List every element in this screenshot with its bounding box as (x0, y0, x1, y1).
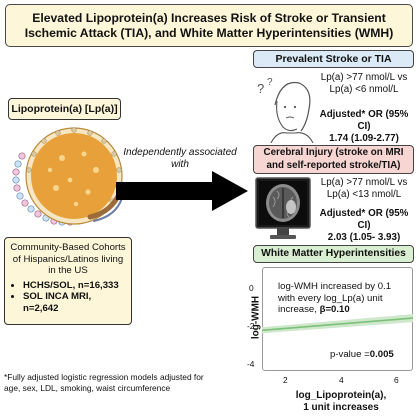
wmh-chart (262, 314, 413, 334)
question-mark-icon: ? (257, 81, 264, 96)
injury-or-value: 2.03 (1.05- 3.93) (327, 232, 401, 243)
confused-person-illustration: ? ? (257, 77, 314, 143)
wmh-text-line2: with every log_Lp(a) unit (278, 292, 383, 304)
y-tick-label: -4 (247, 359, 255, 369)
stroke-panel-header: Prevalent Stroke or TIA (253, 50, 414, 68)
wmh-x-label-line1: log_Lipoprotein(a), (295, 390, 387, 401)
stroke-or-value: 1.74 (1.09-2.77) (329, 133, 399, 144)
particle-core (31, 133, 117, 219)
wmh-x-label-line2: 1 unit increases (303, 402, 379, 413)
x-tick-label: 6 (394, 375, 399, 385)
wmh-text-line3: increase, β=0.10 (278, 304, 412, 316)
cohort-list: HCHS/SOL, n=16,333 SOL INCA MRI, n=2,642 (9, 280, 127, 315)
injury-or: Adjusted* OR (95% CI) 2.03 (1.05- 3.93) (312, 208, 416, 244)
association-text: Independently associated with (123, 147, 237, 170)
wmh-pvalue-value: 0.005 (369, 349, 394, 360)
wmh-text-prefix: increase, (278, 304, 320, 316)
injury-header-line2: and self-reported stroke/TIA) (266, 159, 401, 171)
brain-mri-monitor-illustration (255, 177, 311, 239)
lipoprotein-particle-illustration (12, 127, 123, 226)
svg-text:?: ? (267, 77, 273, 88)
injury-comparison-line2: Lp(a) <13 nmol/L (326, 189, 402, 200)
wmh-panel-header: White Matter Hyperintensities (253, 245, 414, 263)
cohort-item: HCHS/SOL, n=16,333 (23, 280, 127, 292)
injury-comparison-line1: Lp(a) >77 nmol/L vs (320, 177, 408, 188)
wmh-text-line1: log-WMH increased by 0.1 (278, 281, 392, 292)
y-tick-label: 0 (249, 283, 254, 293)
wmh-pvalue-prefix: p-value = (330, 349, 370, 360)
injury-panel-header: Cerebral Injury (stroke on MRI and self-… (253, 145, 414, 174)
regression-line (262, 317, 413, 332)
x-tick-label: 2 (283, 375, 288, 385)
injury-or-label: Adjusted* OR (95% CI) (319, 208, 409, 231)
cohort-box: Community-Based Cohorts of Hispanics/Lat… (4, 237, 132, 325)
injury-comparison: Lp(a) >77 nmol/L vs Lp(a) <13 nmol/L (312, 177, 416, 201)
wmh-beta: β=0.10 (319, 304, 350, 316)
stroke-or: Adjusted* OR (95% CI) 1.74 (1.09-2.77) (312, 109, 416, 145)
lipoprotein-label: Lipoprotein(a) [Lp(a)] (8, 98, 121, 120)
x-tick-label: 4 (339, 375, 344, 385)
stroke-comparison-line1: Lp(a) >77 nmol/L vs (320, 72, 408, 83)
cohort-item: SOL INCA MRI, n=2,642 (23, 291, 127, 314)
cohort-heading: Community-Based Cohorts of Hispanics/Lat… (10, 242, 126, 276)
injury-header-line1: Cerebral Injury (stroke on MRI (263, 147, 404, 158)
stroke-comparison: Lp(a) >77 nmol/L vs Lp(a) <6 nmol/L (312, 72, 416, 96)
stroke-comparison-line2: Lp(a) <6 nmol/L (329, 84, 399, 95)
footnote: *Fully adjusted logistic regression mode… (4, 372, 204, 393)
wmh-x-axis-label: log_Lipoprotein(a), 1 unit increases (266, 390, 416, 414)
wmh-description: log-WMH increased by 0.1 with every log_… (278, 281, 412, 316)
wmh-y-axis-label: log-WMH (250, 295, 262, 340)
association-arrow (116, 171, 248, 211)
page-title: Elevated Lipoprotein(a) Increases Risk o… (5, 4, 413, 47)
wmh-pvalue: p-value =0.005 (330, 349, 420, 361)
stroke-or-label: Adjusted* OR (95% CI) (319, 109, 409, 132)
y-tick-label: -2 (247, 321, 255, 331)
